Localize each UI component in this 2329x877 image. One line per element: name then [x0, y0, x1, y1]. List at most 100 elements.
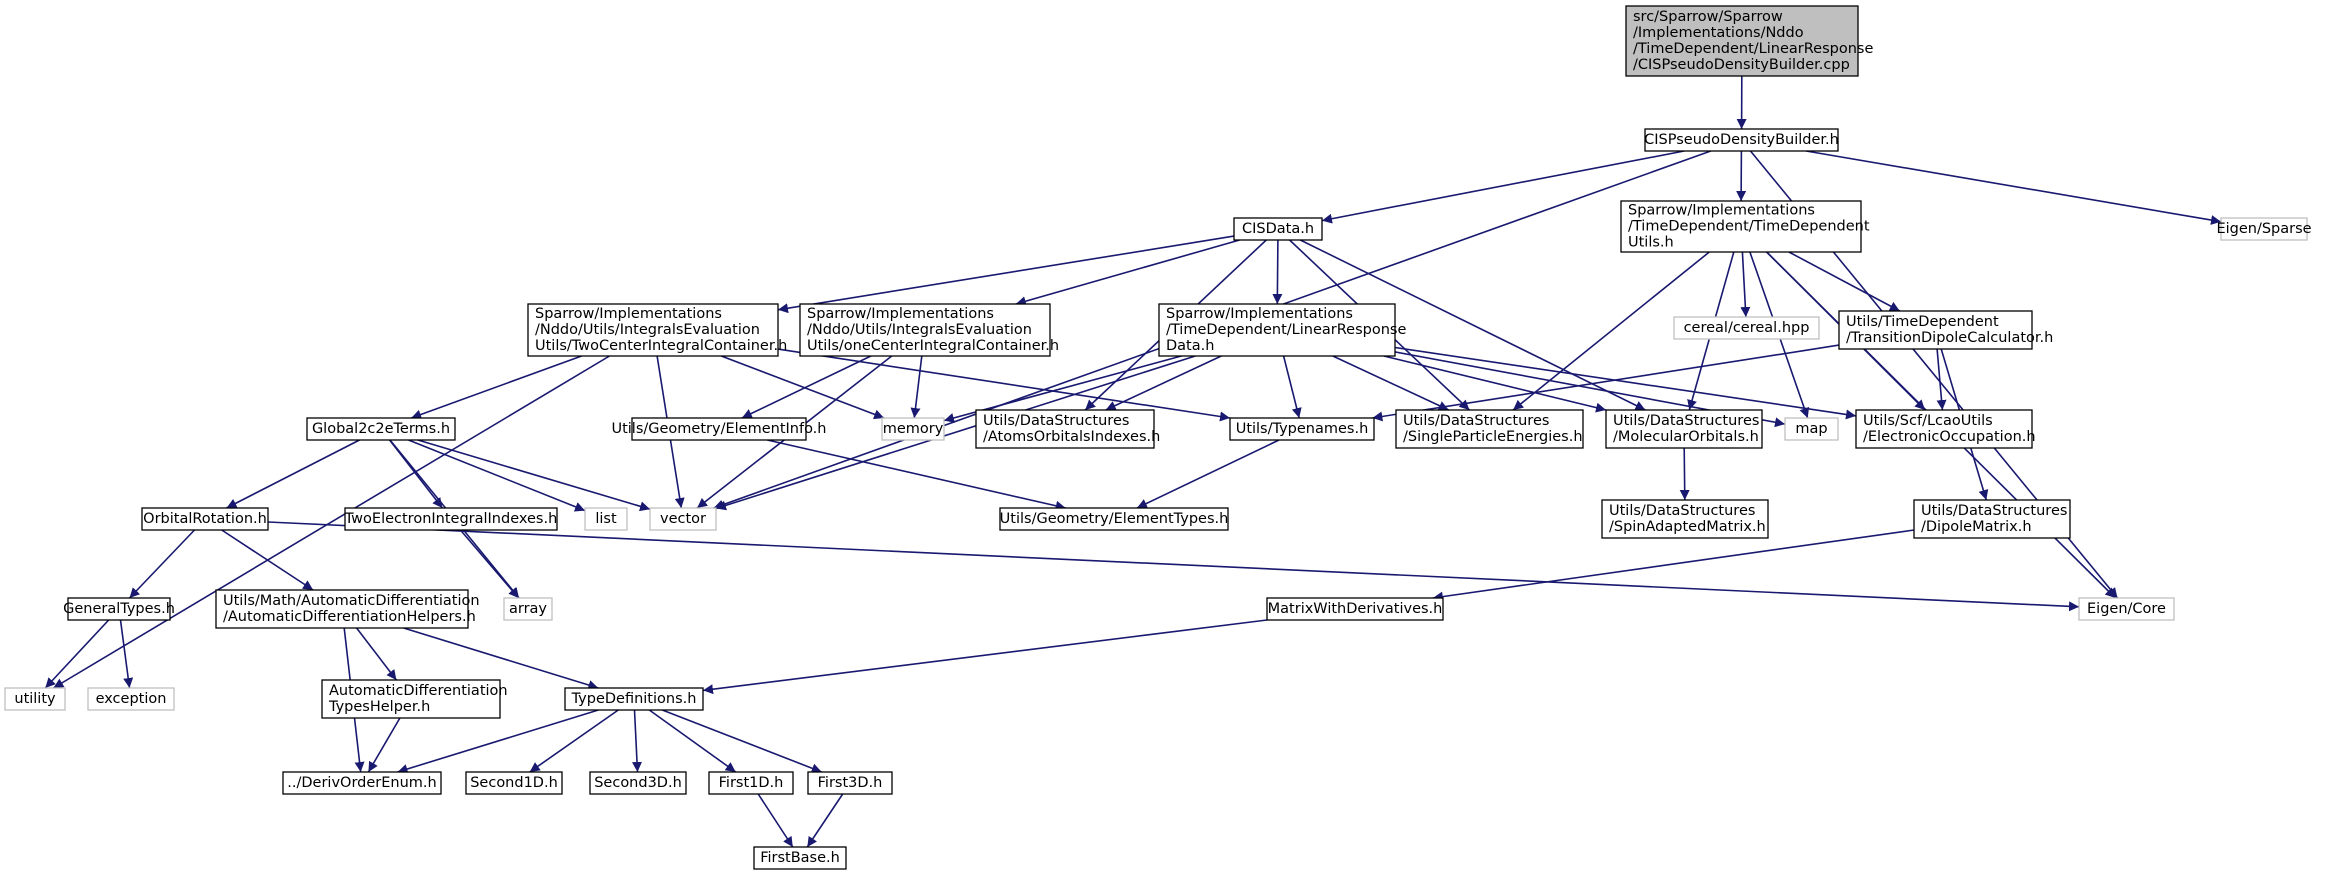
node-tdcalc-h[interactable]: Utils/TimeDependent/TransitionDipoleCalc…	[1838, 310, 2053, 350]
edge-cisdata-h-to-onecenter-h	[1015, 239, 1240, 307]
edge-global2c2e-h-to-vector	[417, 439, 651, 512]
node-typenames-h[interactable]: Utils/Typenames.h	[1229, 417, 1375, 441]
node-box	[503, 597, 553, 621]
node-label-line: list	[595, 511, 617, 527]
edge-lrdata-h-to-atomsorb-h	[1105, 355, 1222, 411]
node-autodiffhelpers-h[interactable]: Utils/Math/AutomaticDifferentiation/Auto…	[215, 589, 480, 629]
edge-generaltypes-h-to-utility	[44, 619, 110, 689]
node-array: array	[503, 597, 553, 621]
node-first1d-h[interactable]: First1D.h	[708, 771, 794, 795]
node-exception: exception	[87, 687, 175, 711]
node-label-line: Utils/DataStructures	[983, 413, 1129, 429]
edge-autodiffhelpers-h-to-autodifftypes-h	[355, 627, 398, 681]
node-twocenter-h[interactable]: Sparrow/Implementations/Nddo/Utils/Integ…	[527, 303, 787, 357]
node-matrixderiv-h[interactable]: MatrixWithDerivatives.h	[1266, 597, 1444, 621]
node-label-line: /DipoleMatrix.h	[1921, 519, 2032, 535]
node-dipole-h[interactable]: Utils/DataStructures/DipoleMatrix.h	[1913, 499, 2071, 539]
node-label-line: FirstBase.h	[760, 850, 840, 866]
edge-global2c2e-h-to-orbrot-h	[226, 439, 360, 509]
node-box	[1784, 417, 1839, 441]
node-label-line: src/Sparrow/Sparrow	[1633, 9, 1783, 25]
node-box	[1605, 409, 1763, 449]
node-label-line: GeneralTypes.h	[63, 601, 175, 617]
node-box	[799, 303, 1051, 357]
node-label-line: Second3D.h	[594, 775, 682, 791]
node-label-line: Global2c2eTerms.h	[312, 421, 450, 437]
node-label-line: cereal/cereal.hpp	[1684, 320, 1810, 336]
edge-lrdata-h-to-typenames-h	[1282, 355, 1302, 419]
node-second1d-h[interactable]: Second1D.h	[465, 771, 563, 795]
node-label-line: CISData.h	[1242, 221, 1314, 237]
node-label-line: array	[509, 601, 547, 617]
node-label-line: Utils/TwoCenterIntegralContainer.h	[535, 338, 787, 354]
node-label-line: exception	[96, 691, 167, 707]
node-label-line: /SpinAdaptedMatrix.h	[1609, 519, 1766, 535]
node-label-line: /AtomsOrbitalsIndexes.h	[983, 429, 1160, 445]
node-label-line: Utils/DataStructures	[1613, 413, 1759, 429]
node-orbrot-h[interactable]: OrbitalRotation.h	[141, 507, 269, 531]
node-label-line: /CISPseudoDensityBuilder.cpp	[1633, 57, 1850, 73]
node-box	[807, 771, 893, 795]
node-label-line: /ElectronicOccupation.h	[1863, 429, 2036, 445]
nodes-layer: src/Sparrow/Sparrow/Implementations/Nddo…	[4, 5, 2312, 870]
edge-td-utils-h-to-cereal-hpp	[1740, 251, 1751, 318]
node-typedefs-h[interactable]: TypeDefinitions.h	[564, 687, 704, 711]
edge-td-utils-h-to-tdcalc-h	[1788, 251, 1901, 312]
node-label-line: /Nddo/Utils/IntegralsEvaluation	[807, 322, 1032, 338]
node-td-utils-h[interactable]: Sparrow/Implementations/TimeDependent/Ti…	[1620, 200, 1870, 253]
node-generaltypes-h[interactable]: GeneralTypes.h	[63, 597, 175, 621]
edge-dipole-h-to-matrixderiv-h	[1432, 529, 1915, 602]
node-box	[1644, 128, 1839, 152]
edge-tdcalc-h-to-typenames-h	[1372, 344, 1840, 422]
node-global2c2e-h[interactable]: Global2c2eTerms.h	[306, 417, 456, 441]
node-derivorder-h[interactable]: ../DerivOrderEnum.h	[282, 771, 442, 795]
node-twoelec-h[interactable]: TwoElectronIntegralIndexes.h	[344, 507, 558, 531]
node-box	[708, 771, 794, 795]
node-label-line: Data.h	[1166, 338, 1214, 354]
edge-global2c2e-h-to-list	[408, 439, 586, 512]
node-root[interactable]: src/Sparrow/Sparrow/Implementations/Nddo…	[1625, 5, 1873, 77]
node-elemtypes-h[interactable]: Utils/Geometry/ElementTypes.h	[999, 507, 1229, 531]
edge-twocenter-h-to-memory	[721, 355, 885, 420]
node-firstbase-h[interactable]: FirstBase.h	[753, 846, 847, 870]
node-box	[67, 597, 171, 621]
edge-lrdata-h-to-vector	[715, 355, 1196, 511]
node-molorb-h[interactable]: Utils/DataStructures/MolecularOrbitals.h	[1605, 409, 1763, 449]
node-label-line: MatrixWithDerivatives.h	[1268, 601, 1443, 617]
edge-twocenter-h-to-global2c2e-h	[410, 355, 582, 420]
node-elecocc-h[interactable]: Utils/Scf/LcaoUtils/ElectronicOccupation…	[1855, 409, 2036, 449]
node-box	[1855, 409, 2033, 449]
edge-cispdb-h-to-cisdata-h	[1321, 150, 1685, 224]
edge-typedefs-h-to-first3d-h	[662, 709, 822, 774]
node-box	[753, 846, 847, 870]
node-box	[1673, 316, 1820, 340]
node-spinadapted-h[interactable]: Utils/DataStructures/SpinAdaptedMatrix.h	[1601, 499, 1769, 539]
node-lrdata-h[interactable]: Sparrow/Implementations/TimeDependent/Li…	[1158, 303, 1406, 357]
node-box	[1229, 417, 1375, 441]
edge-orbrot-h-to-generaltypes-h	[128, 529, 196, 599]
node-box	[975, 409, 1155, 449]
node-second3d-h[interactable]: Second3D.h	[589, 771, 687, 795]
node-label-line: First1D.h	[719, 775, 784, 791]
node-label-line: TypeDefinitions.h	[571, 691, 697, 707]
edge-first1d-h-to-firstbase-h	[757, 793, 794, 848]
node-label-line: /TimeDependent/TimeDependent	[1628, 219, 1870, 235]
node-singlepart-h[interactable]: Utils/DataStructures/SingleParticleEnerg…	[1395, 409, 1584, 449]
node-label-line: map	[1795, 421, 1827, 437]
node-map: map	[1784, 417, 1839, 441]
node-atomsorb-h[interactable]: Utils/DataStructures/AtomsOrbitalsIndexe…	[975, 409, 1160, 449]
node-box	[2220, 217, 2308, 241]
node-label-line: Eigen/Sparse	[2216, 221, 2311, 237]
node-onecenter-h[interactable]: Sparrow/Implementations/Nddo/Utils/Integ…	[799, 303, 1059, 357]
node-cispdb-h[interactable]: CISPseudoDensityBuilder.h	[1644, 128, 1839, 152]
node-box	[584, 507, 628, 531]
node-label-line: Sparrow/Implementations	[807, 306, 994, 322]
node-first3d-h[interactable]: First3D.h	[807, 771, 893, 795]
node-label-line: Utils/oneCenterIntegralContainer.h	[807, 338, 1059, 354]
node-box	[1620, 200, 1862, 253]
node-cisdata-h[interactable]: CISData.h	[1233, 217, 1323, 241]
node-elementinfo-h[interactable]: Utils/Geometry/ElementInfo.h	[611, 417, 827, 441]
node-box	[1601, 499, 1769, 539]
